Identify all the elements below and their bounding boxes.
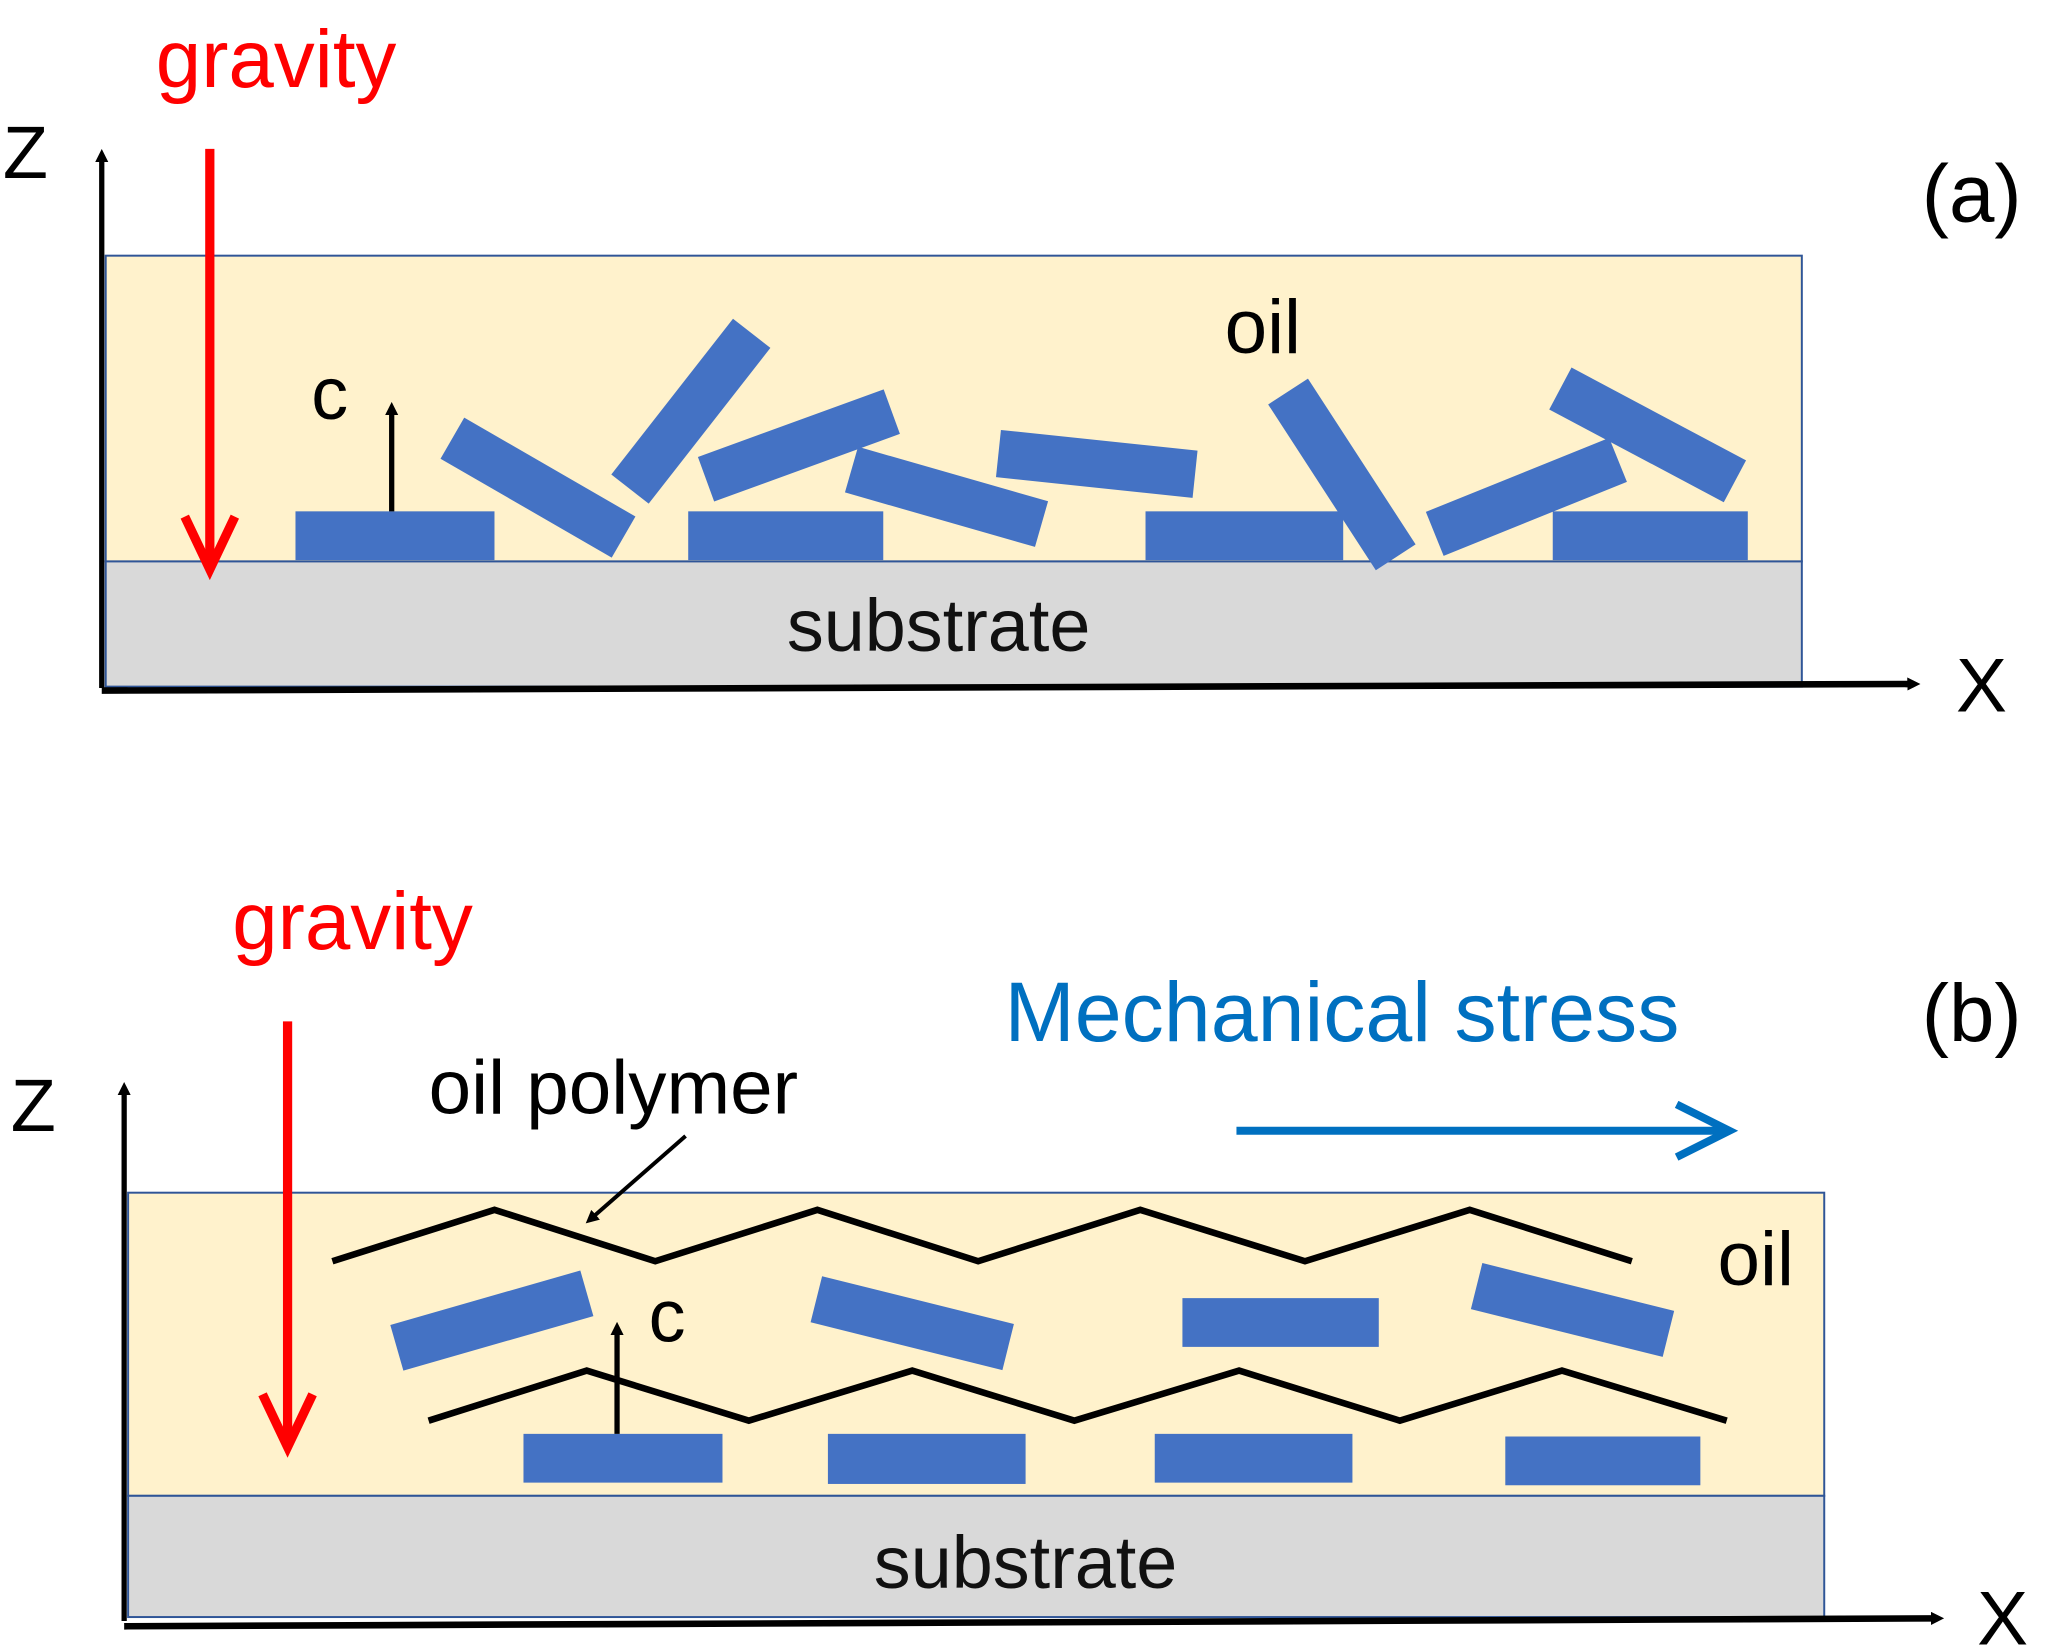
x-axis-b — [124, 1611, 1945, 1630]
platelets-b — [390, 1263, 1701, 1486]
panel-label-b: (b) — [1922, 968, 2022, 1059]
stress-arrow — [1236, 1100, 1739, 1161]
substrate-label-a: substrate — [787, 584, 1091, 667]
substrate-label-b: substrate — [874, 1521, 1178, 1604]
platelet — [295, 511, 495, 561]
gravity-label-b: gravity — [232, 876, 473, 967]
platelet — [844, 446, 1049, 547]
gravity-arrow-b — [258, 1021, 317, 1458]
oil-label-a: oil — [1225, 285, 1301, 370]
gravity-label-a: gravity — [156, 14, 397, 105]
z-axis-label-b: Z — [11, 1064, 56, 1147]
polymer-pointer-arrow — [585, 1134, 687, 1224]
platelet — [1182, 1298, 1379, 1347]
z-axis-label-a: Z — [3, 111, 48, 194]
platelet — [1470, 1263, 1675, 1357]
c-axis-label-a: c — [311, 352, 348, 435]
platelet — [1154, 1433, 1353, 1483]
substrate-b — [127, 1494, 1826, 1619]
platelet — [1505, 1436, 1701, 1486]
x-axis-a — [101, 677, 1921, 694]
platelet — [1268, 378, 1416, 571]
platelet — [1552, 511, 1748, 561]
platelet — [810, 1276, 1014, 1371]
x-axis-label-b: X — [1977, 1577, 2028, 1650]
stress-label: Mechanical stress — [1005, 965, 1680, 1059]
platelet — [1425, 437, 1627, 556]
platelet — [440, 417, 636, 558]
platelet — [1145, 511, 1344, 561]
panel-a: gravity Z (a) substrate oil c — [3, 14, 2022, 729]
polymer-chain-lower — [427, 1367, 1728, 1425]
gravity-arrow-a — [180, 148, 240, 581]
x-axis-label-a: X — [1956, 644, 2007, 729]
platelet — [523, 1433, 723, 1483]
platelet — [390, 1270, 594, 1371]
c-axis-label-b: c — [649, 1275, 686, 1358]
panel-label-a: (a) — [1922, 148, 2022, 239]
platelet — [611, 318, 771, 504]
substrate-a — [104, 560, 1803, 688]
platelet — [1549, 367, 1747, 503]
polymer-chain-upper — [331, 1206, 1633, 1265]
platelet — [827, 1433, 1026, 1484]
panel-b: gravity Mechanical stress (b) Z oil poly… — [11, 876, 2028, 1650]
platelet — [995, 429, 1198, 498]
platelet — [688, 511, 884, 561]
platelet — [697, 389, 900, 502]
polymer-label: oil polymer — [429, 1046, 799, 1131]
oil-label-b: oil — [1717, 1217, 1793, 1302]
platelets-a — [295, 318, 1748, 571]
